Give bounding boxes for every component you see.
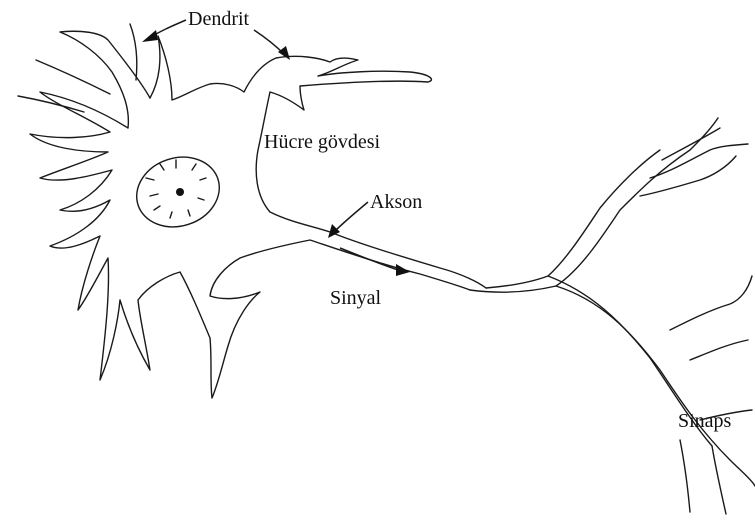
nucleolus: [176, 188, 184, 196]
sinyal-arrow: [340, 248, 410, 276]
label-sinyal: Sinyal: [330, 288, 381, 308]
label-sinaps: Sinaps: [678, 411, 731, 431]
axon: [470, 118, 755, 514]
label-akson: Akson: [370, 192, 422, 212]
dendrit-arrow-right: [254, 30, 290, 60]
label-hucre-govdesi: Hücre gövdesi: [264, 132, 380, 152]
akson-arrow: [328, 202, 368, 238]
dendrit-arrow-left: [142, 20, 186, 42]
nucleus: [128, 147, 229, 238]
label-dendrit: Dendrit: [188, 9, 249, 29]
